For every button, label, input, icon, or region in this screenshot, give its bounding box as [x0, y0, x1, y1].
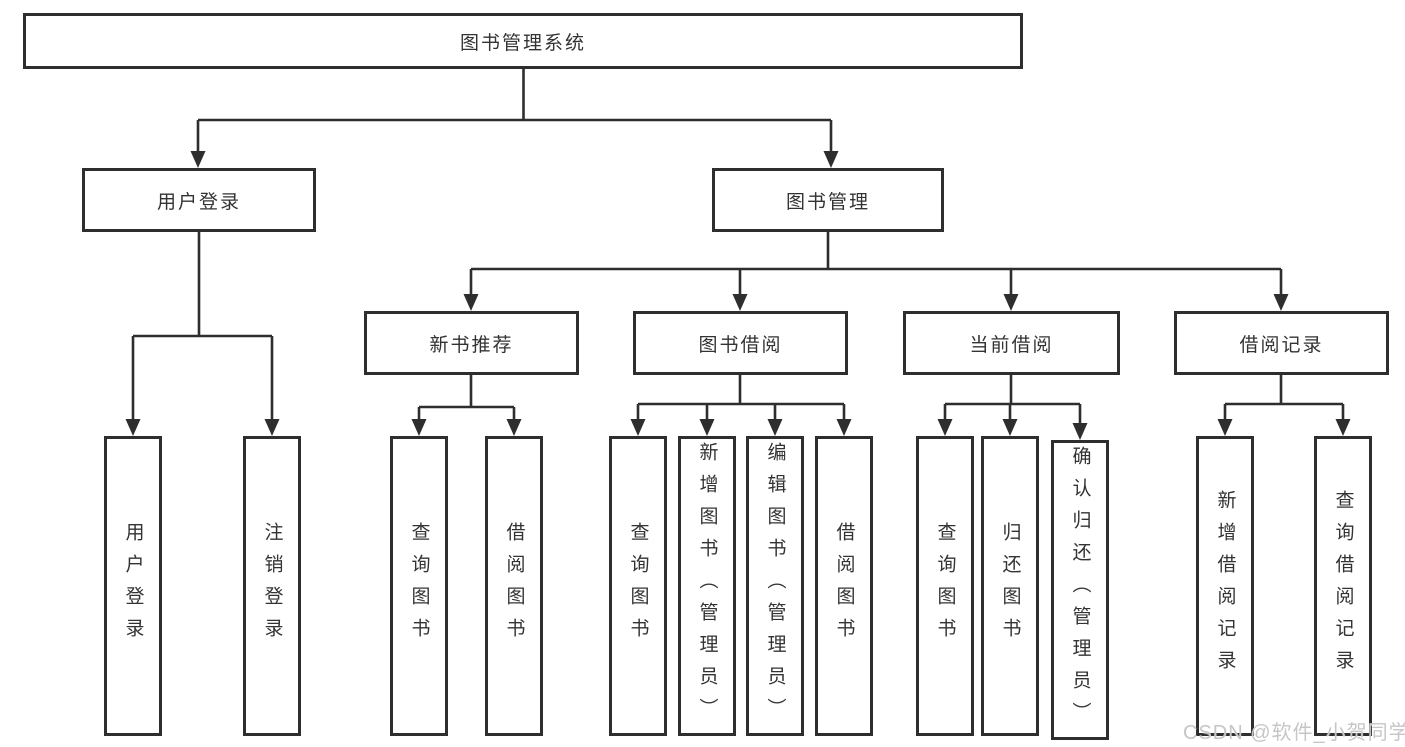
leaf-query-books-current: 查询图书 — [916, 436, 974, 736]
csdn-watermark: CSDN @软件_小贺同学 — [1183, 722, 1405, 744]
arrowheads-level2 — [190, 151, 839, 168]
arrowheads-records-leaves — [1217, 419, 1351, 436]
leaf-return-books: 归还图书 — [981, 436, 1039, 736]
node-current-borrow-label: 当前借阅 — [969, 334, 1054, 356]
leaf-borrow-books-recommend-label: 借阅图书 — [503, 522, 525, 650]
arrowheads-userlogin-leaves — [125, 419, 280, 436]
leaf-query-books-current-label: 查询图书 — [934, 522, 956, 650]
leaf-logout-login-label: 注销登录 — [261, 522, 283, 650]
leaf-confirm-return-admin-label: 确认归还（管理员） — [1069, 446, 1091, 734]
node-book-borrow-label: 图书借阅 — [698, 334, 783, 356]
leaf-borrow-books-recommend: 借阅图书 — [485, 436, 543, 736]
leaf-user-login-label: 用户登录 — [122, 522, 144, 650]
leaf-query-borrow-record: 查询借阅记录 — [1314, 436, 1372, 736]
leaf-query-books-recommend: 查询图书 — [390, 436, 448, 736]
connector-root-to-level2 — [196, 69, 833, 153]
leaf-return-books-label: 归还图书 — [999, 522, 1021, 650]
node-new-book-recommend-label: 新书推荐 — [429, 334, 514, 356]
arrowheads-bookborrow-leaves — [630, 419, 852, 436]
node-book-management: 图书管理 — [712, 168, 944, 232]
leaf-add-books-admin: 新增图书（管理员） — [678, 436, 736, 736]
leaf-query-books-borrow: 查询图书 — [609, 436, 667, 736]
leaf-add-borrow-record-label: 新增借阅记录 — [1214, 490, 1236, 682]
leaf-logout-login: 注销登录 — [243, 436, 301, 736]
leaf-user-login: 用户登录 — [104, 436, 162, 736]
connector-currentborrow-to-leaves — [943, 375, 1082, 425]
node-book-borrow: 图书借阅 — [633, 311, 848, 375]
leaf-add-books-admin-label: 新增图书（管理员） — [696, 442, 718, 730]
node-library-system: 图书管理系统 — [23, 13, 1023, 69]
connector-bookmgmt-to-level3 — [469, 232, 1283, 296]
leaf-query-books-borrow-label: 查询图书 — [627, 522, 649, 650]
leaf-confirm-return-admin: 确认归还（管理员） — [1051, 440, 1109, 740]
node-borrow-records-label: 借阅记录 — [1239, 334, 1324, 356]
leaf-edit-books-admin: 编辑图书（管理员） — [746, 436, 804, 736]
connector-records-to-leaves — [1223, 375, 1345, 421]
leaf-borrow-books: 借阅图书 — [815, 436, 873, 736]
leaf-add-borrow-record: 新增借阅记录 — [1196, 436, 1254, 736]
node-borrow-records: 借阅记录 — [1174, 311, 1389, 375]
node-current-borrow: 当前借阅 — [903, 311, 1120, 375]
connector-userlogin-to-leaves — [131, 232, 274, 421]
node-library-system-label: 图书管理系统 — [459, 32, 586, 54]
arrowheads-level3 — [463, 294, 1289, 311]
node-book-management-label: 图书管理 — [785, 191, 870, 213]
arrowheads-newbook-leaves — [411, 419, 522, 436]
node-new-book-recommend: 新书推荐 — [364, 311, 579, 375]
connector-bookborrow-to-leaves — [636, 375, 846, 421]
leaf-query-books-recommend-label: 查询图书 — [408, 522, 430, 650]
leaf-query-borrow-record-label: 查询借阅记录 — [1332, 490, 1354, 682]
leaf-edit-books-admin-label: 编辑图书（管理员） — [764, 442, 786, 730]
arrowheads-currentborrow-leaves — [937, 419, 1088, 440]
node-user-login-group-label: 用户登录 — [156, 191, 241, 213]
node-user-login-group: 用户登录 — [82, 168, 316, 232]
connector-newbook-to-leaves — [417, 375, 516, 421]
leaf-borrow-books-label: 借阅图书 — [833, 522, 855, 650]
